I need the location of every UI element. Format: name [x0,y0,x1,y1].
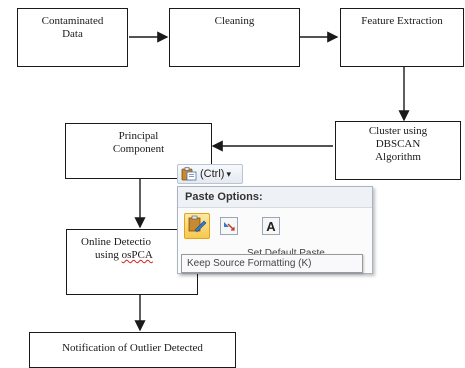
merge-formatting-icon [220,217,238,235]
keep-source-formatting-icon [187,214,207,239]
box-online-detection: Online Detectio using osPCA [66,229,198,295]
box-line: Notification of Outlier Detected [62,342,203,354]
box-line: Component [112,143,165,155]
box-line: Cleaning [214,15,255,27]
box-contaminated-data: Contaminated Data [17,8,128,67]
text-only-glyph: A [266,218,276,234]
chevron-down-icon: ▾ [226,168,231,179]
keep-source-formatting-tooltip: Keep Source Formatting (K) [181,254,363,273]
box-line: DBSCAN [375,138,421,150]
paste-options-button[interactable]: (Ctrl) ▾ [177,164,243,184]
keep-text-only-icon: A [262,217,280,235]
keep-text-only-option[interactable]: A [258,213,284,239]
box-cluster-dbscan: Cluster using DBSCAN Algorithm [335,121,461,180]
set-default-paste-item[interactable]: Set Default Paste... [247,248,334,254]
box-notification: Notification of Outlier Detected [29,332,236,368]
box-line: using osPCA [95,249,153,261]
keep-source-formatting-option[interactable] [184,213,210,239]
box-line: Algorithm [375,151,421,163]
paste-options-header: Paste Options: [178,187,372,208]
paste-button-label: (Ctrl) [200,168,225,180]
box-line: Data [62,28,83,40]
box-line: Principal [118,130,159,142]
box-line: Online Detectio [81,236,151,248]
clipboard-icon [181,167,197,181]
box-line: Feature Extraction [361,15,443,27]
box-cleaning: Cleaning [169,8,300,67]
box-feature-extraction: Feature Extraction [340,8,464,67]
box-line: Cluster using [368,125,428,137]
box-line: Contaminated [41,15,104,27]
spelling-error-word: osPCA [121,249,153,261]
merge-formatting-option[interactable] [216,213,242,239]
